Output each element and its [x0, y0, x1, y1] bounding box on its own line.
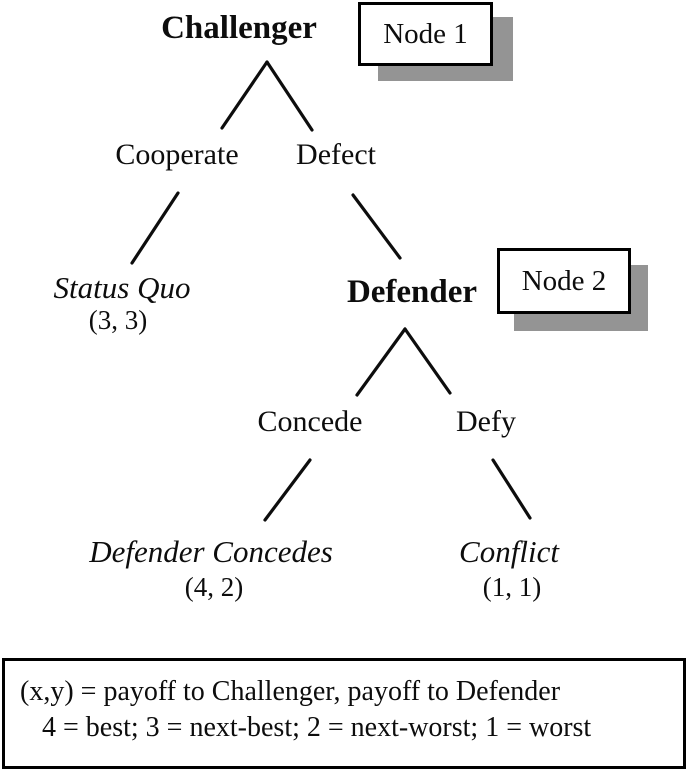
payoff-defender-concedes: (4, 2) [184, 572, 244, 602]
edge-challenger-cooperate [220, 60, 269, 130]
node1-box: Node 1 [358, 2, 493, 66]
edge-defect-defender [351, 193, 402, 260]
edge-defender-defy [403, 327, 452, 395]
outcome-conflict-label: Conflict [459, 534, 559, 569]
challenger-node-label: Challenger [161, 10, 317, 46]
action-cooperate-label: Cooperate [115, 138, 239, 171]
edge-concede-defenderconcedes [263, 458, 312, 522]
action-defy-label: Defy [456, 405, 516, 438]
node2-box: Node 2 [497, 248, 631, 314]
defender-node-label: Defender [346, 274, 478, 310]
legend-line-2: 4 = best; 3 = next-best; 2 = next-worst;… [42, 712, 592, 743]
edge-challenger-defect [265, 60, 314, 132]
action-concede-label: Concede [257, 405, 363, 438]
legend-line-1: (x,y) = payoff to Challenger, payoff to … [20, 676, 561, 707]
node1-box-label: Node 1 [383, 17, 468, 50]
payoff-status-quo: (3, 3) [88, 305, 148, 335]
edge-defy-conflict [491, 458, 532, 520]
edge-defender-concede [355, 327, 407, 397]
payoff-conflict: (1, 1) [482, 572, 542, 602]
node2-box-label: Node 2 [521, 264, 607, 297]
outcome-status-quo-label: Status Quo [53, 270, 191, 305]
edge-cooperate-statusquo [130, 191, 180, 265]
payoff-legend-box: (x,y) = payoff to Challenger, payoff to … [2, 658, 686, 769]
outcome-defender-concedes-label: Defender Concedes [89, 534, 333, 569]
action-defect-label: Defect [296, 138, 376, 171]
